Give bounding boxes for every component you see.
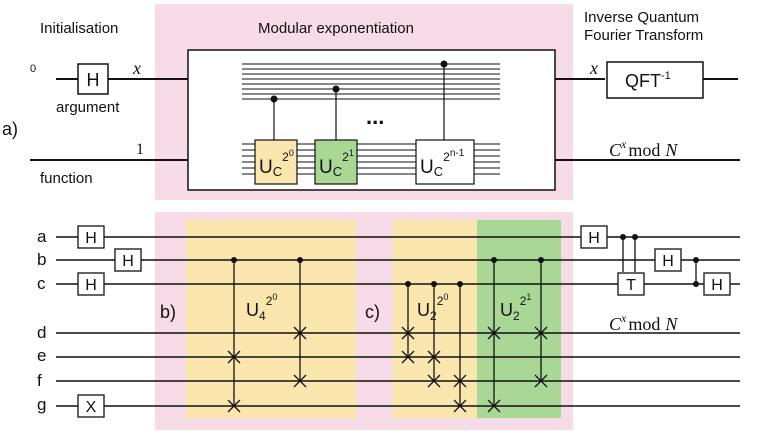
label-argument: argument: [56, 99, 120, 116]
x-label-output: x: [589, 58, 598, 78]
cswap-c4: [487, 257, 501, 413]
qubit-label-c: c: [37, 274, 46, 293]
h-gate-c-out: H: [703, 272, 731, 296]
u-label-panel-b: U420: [246, 292, 277, 323]
svg-text:H: H: [122, 253, 134, 270]
input-one: 1: [136, 141, 144, 158]
qubit-label-f: f: [37, 371, 42, 390]
cswap-c1: [401, 281, 415, 364]
cswap-c2: [427, 281, 441, 388]
argument-register-lines: [242, 63, 500, 100]
h-gate-top-label: H: [87, 70, 100, 90]
cswap-c3: [453, 281, 467, 413]
panel-b-yellow-region: [186, 220, 356, 418]
panel-c-green-region: [477, 220, 561, 418]
input-zero: 0: [30, 63, 36, 75]
x-label-input: x: [132, 58, 141, 78]
ellipsis-dots: ...: [366, 104, 384, 129]
label-iqft-line1: Inverse Quantum: [584, 9, 699, 26]
cswap-b1: [227, 257, 241, 413]
qubit-label-e: e: [37, 346, 46, 365]
controlled-t-gate: [620, 234, 638, 272]
label-initialisation: Initialisation: [40, 20, 118, 37]
svg-text:QFT-1: QFT-1: [625, 70, 671, 91]
h-gate-top: H: [77, 63, 109, 95]
h-gate-a-out: H: [580, 225, 608, 249]
control-u2: [332, 85, 340, 140]
u-gate-2-pow-n-1: UC2n-1: [415, 139, 475, 185]
h-gate-a: H: [77, 225, 105, 249]
cswap-b2: [293, 257, 307, 388]
qubit-label-a: a: [37, 227, 47, 246]
u-label-panel-c-green: U221: [500, 292, 531, 323]
qft-inverse-gate: QFT-1: [606, 61, 704, 99]
controlled-link-bc: [693, 257, 699, 287]
modexp-box: [187, 49, 556, 191]
label-modular-exponentiation: Modular exponentiation: [258, 20, 414, 37]
qubit-label-d: d: [37, 323, 46, 342]
svg-text:UC20: UC20: [259, 148, 294, 179]
svg-text:T: T: [626, 277, 636, 294]
qubit-labels: a b c d e f g: [37, 227, 47, 414]
u-label-panel-c-yellow: U220: [417, 292, 448, 323]
svg-text:H: H: [711, 277, 723, 294]
svg-text:X: X: [86, 399, 97, 416]
cswap-c5: [534, 257, 548, 388]
t-gate-c: T: [617, 272, 645, 296]
svg-text:H: H: [662, 253, 674, 270]
label-iqft-line2: Fourier Transform: [584, 27, 703, 44]
svg-text:UC2n-1: UC2n-1: [420, 148, 465, 179]
top-panel: Initialisation Modular exponentiation In…: [2, 4, 740, 200]
bottom-panel: a b c d e f g H H H: [37, 212, 740, 430]
h-gate-b-out: H: [654, 248, 682, 272]
svg-text:H: H: [588, 230, 600, 247]
panel-label-c: c): [365, 302, 380, 322]
qubit-label-b: b: [37, 250, 46, 269]
u-gate-2-pow-0: UC20: [254, 139, 298, 185]
panel-label-a: a): [2, 119, 18, 139]
panel-c-yellow-region: [393, 220, 477, 418]
x-gate-g: X: [77, 394, 105, 418]
h-gate-c: H: [77, 272, 105, 296]
qubit-label-g: g: [37, 395, 46, 414]
u-gate-2-pow-1: UC21: [314, 139, 358, 185]
control-u3: [440, 60, 448, 140]
svg-text:H: H: [85, 277, 97, 294]
control-u1: [270, 95, 278, 140]
h-gate-b: H: [114, 248, 142, 272]
panel-label-b: b): [160, 302, 176, 322]
svg-text:UC21: UC21: [319, 148, 354, 179]
svg-text:H: H: [85, 230, 97, 247]
label-function: function: [40, 170, 93, 187]
